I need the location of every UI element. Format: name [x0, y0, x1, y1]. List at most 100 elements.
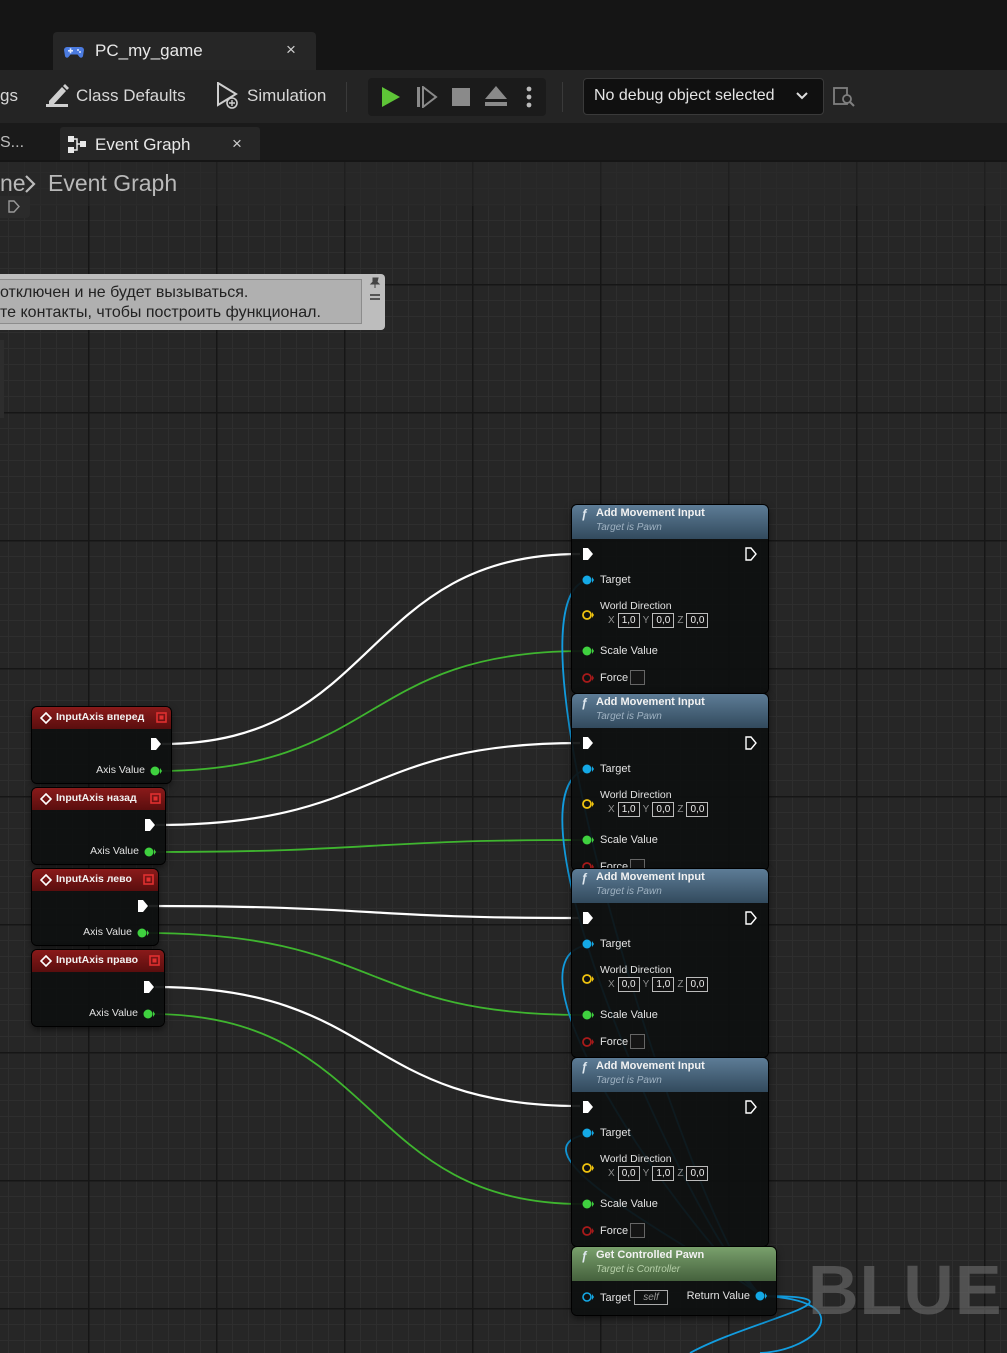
- step-forward-icon[interactable]: [416, 86, 438, 108]
- target-pin[interactable]: [581, 762, 595, 776]
- exec-out-pin[interactable]: [744, 911, 758, 925]
- exec-in-pin[interactable]: [581, 911, 595, 925]
- world-direction-pin[interactable]: [581, 797, 595, 811]
- stop-icon[interactable]: [451, 87, 471, 107]
- exec-out-pin[interactable]: [149, 737, 163, 751]
- exec-out-pin[interactable]: [143, 818, 157, 832]
- target-pin[interactable]: [581, 573, 595, 587]
- class-defaults-button[interactable]: Class Defaults: [46, 83, 186, 109]
- exec-out-pin[interactable]: [744, 736, 758, 750]
- world-direction-pin[interactable]: [581, 1161, 595, 1175]
- axis-letter-y: Y: [642, 804, 650, 815]
- force-checkbox[interactable]: [630, 1034, 645, 1049]
- target-label: Target: [600, 1292, 631, 1304]
- world-direction-pin[interactable]: [581, 608, 595, 622]
- breadcrumb: ne Event Graph: [0, 162, 1007, 206]
- world-direction-label: World Direction: [600, 789, 672, 801]
- return-value-pin[interactable]: [754, 1289, 768, 1303]
- exec-out-pin[interactable]: [744, 547, 758, 561]
- axis-letter-x: X: [608, 615, 615, 626]
- scale-value-label: Scale Value: [600, 645, 658, 657]
- force-label: Force: [600, 672, 629, 684]
- axis-value-pin[interactable]: [143, 845, 157, 859]
- axis-value-pin[interactable]: [149, 764, 163, 778]
- comment-menu-icon[interactable]: [369, 292, 381, 304]
- axis-value-pin[interactable]: [142, 1007, 156, 1021]
- vector-y-field[interactable]: 0,0: [652, 802, 675, 817]
- force-pin[interactable]: [581, 1035, 595, 1049]
- delegate-pin[interactable]: [148, 954, 162, 968]
- simulation-button[interactable]: Simulation: [216, 82, 326, 110]
- more-options-icon[interactable]: [526, 86, 532, 108]
- vector-y-field[interactable]: 0,0: [652, 613, 675, 628]
- world-direction-pin[interactable]: [581, 972, 595, 986]
- vector-z-field[interactable]: 0,0: [686, 1166, 709, 1181]
- exec-out-pin[interactable]: [136, 899, 150, 913]
- target-pin[interactable]: [581, 1126, 595, 1140]
- force-pin[interactable]: [581, 671, 595, 685]
- debug-search-icon[interactable]: [833, 86, 855, 108]
- debug-object-label: No debug object selected: [594, 87, 775, 104]
- vector-x-field[interactable]: 1,0: [617, 802, 640, 817]
- vector-z-field[interactable]: 0,0: [686, 977, 709, 992]
- target-pin[interactable]: [581, 937, 595, 951]
- exec-out-pin[interactable]: [744, 1100, 758, 1114]
- self-field[interactable]: self: [634, 1290, 668, 1305]
- vector-x-field[interactable]: 0,0: [617, 977, 640, 992]
- target-pin[interactable]: [581, 1290, 595, 1304]
- eject-icon[interactable]: [484, 85, 508, 107]
- axis-value-pin[interactable]: [136, 926, 150, 940]
- pin-icon[interactable]: [369, 277, 381, 289]
- scale-value-pin[interactable]: [581, 1008, 595, 1022]
- chevron-down-icon: [796, 92, 808, 100]
- settings-button-partial[interactable]: gs: [0, 86, 18, 105]
- exec-out-pin[interactable]: [142, 980, 156, 994]
- scale-value-label: Scale Value: [600, 1198, 658, 1210]
- force-checkbox[interactable]: [630, 1223, 645, 1238]
- exec-in-pin[interactable]: [581, 736, 595, 750]
- debug-object-select[interactable]: No debug object selected: [583, 78, 824, 115]
- exec-in-pin[interactable]: [581, 547, 595, 561]
- document-tab[interactable]: PC_my_game ×: [53, 32, 316, 70]
- exec-in-pin[interactable]: [581, 1100, 595, 1114]
- node-title: InputAxis лево: [56, 873, 132, 885]
- tab-event-graph[interactable]: Event Graph ×: [60, 127, 260, 160]
- play-icon[interactable]: [380, 86, 402, 108]
- force-checkbox[interactable]: [630, 670, 645, 685]
- scale-value-pin[interactable]: [581, 1197, 595, 1211]
- scale-value-pin[interactable]: [581, 833, 595, 847]
- graph-tab-partial[interactable]: S...: [0, 134, 25, 151]
- scale-value-label: Scale Value: [600, 1009, 658, 1021]
- scale-value-label: Scale Value: [600, 834, 658, 846]
- disabled-comment[interactable]: отключен и не будет вызываться. те конта…: [0, 274, 385, 330]
- delegate-pin[interactable]: [142, 873, 156, 887]
- vector-z-field[interactable]: 0,0: [686, 613, 709, 628]
- delegate-pin[interactable]: [155, 711, 169, 725]
- axis-letter-y: Y: [642, 979, 650, 990]
- vector-y-field[interactable]: 1,0: [652, 1166, 675, 1181]
- close-tab-icon[interactable]: ×: [232, 134, 242, 153]
- node-subtitle: Target is Pawn: [596, 886, 662, 897]
- close-tab-icon[interactable]: ×: [286, 40, 296, 59]
- vector-y-field[interactable]: 1,0: [652, 977, 675, 992]
- vector-x-field[interactable]: 0,0: [617, 1166, 640, 1181]
- partial-node-stub: [0, 196, 30, 218]
- scale-value-pin[interactable]: [581, 644, 595, 658]
- function-icon: ƒ: [581, 507, 588, 521]
- vector-x-field[interactable]: 1,0: [617, 613, 640, 628]
- delegate-pin[interactable]: [149, 792, 163, 806]
- force-pin[interactable]: [581, 1224, 595, 1238]
- axis-letter-x: X: [608, 979, 615, 990]
- breadcrumb-parent[interactable]: ne: [0, 170, 26, 196]
- vector-z-field[interactable]: 0,0: [686, 802, 709, 817]
- tab-event-graph-label: Event Graph: [95, 135, 191, 154]
